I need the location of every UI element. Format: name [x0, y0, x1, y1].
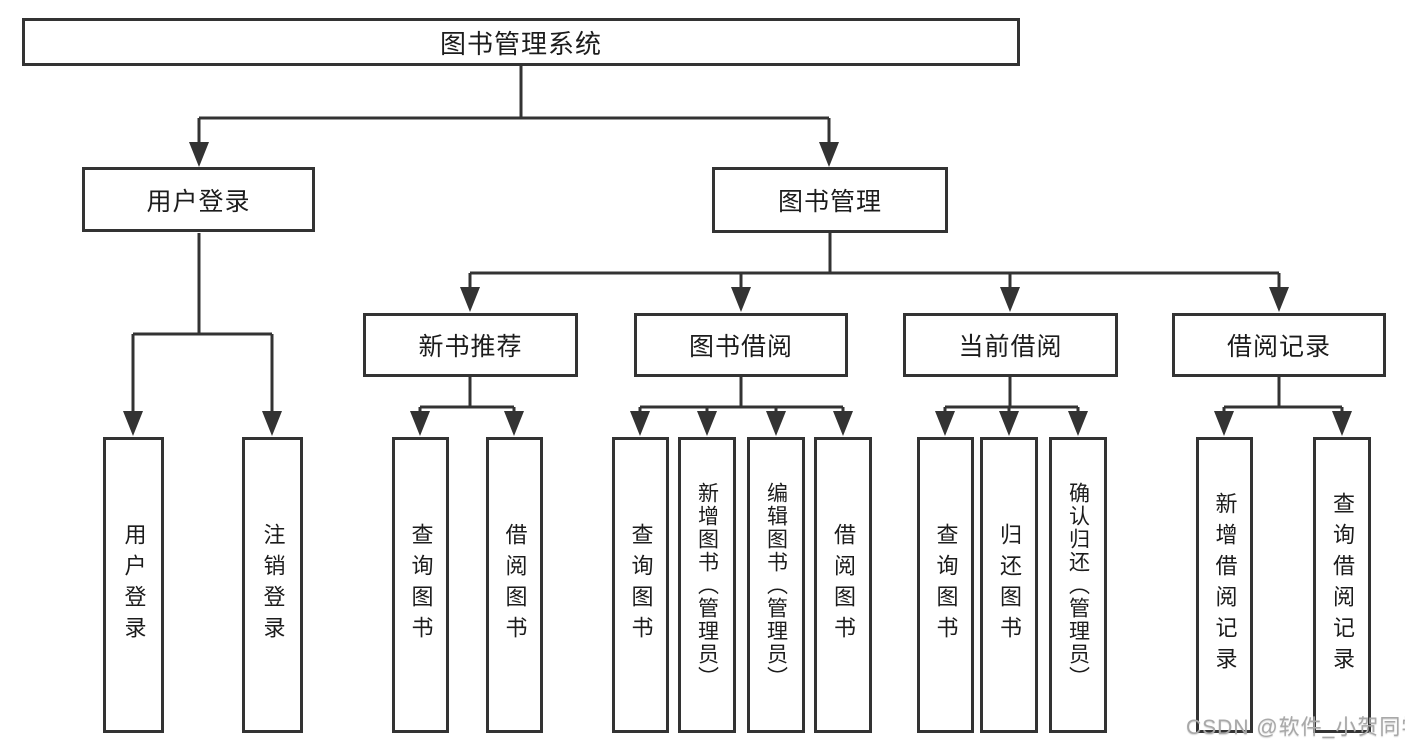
node-user-login: 用户登录 — [82, 167, 315, 232]
leaf-records-add-borrow-record: 新增借阅记录 — [1196, 437, 1253, 733]
leaf-borrow-borrow-books: 借阅图书 — [814, 437, 872, 733]
node-label: 新增图书（管理员） — [695, 481, 719, 689]
node-label: 查询图书 — [628, 523, 654, 647]
node-new-book-recommendation: 新书推荐 — [363, 313, 578, 377]
node-label: 新书推荐 — [418, 333, 523, 361]
node-label: 用户登录 — [121, 523, 147, 647]
leaf-current-return-books: 归还图书 — [980, 437, 1038, 733]
node-label: 借阅图书 — [502, 523, 528, 647]
node-label: 查询借阅记录 — [1330, 492, 1355, 678]
node-label: 借阅记录 — [1226, 333, 1331, 361]
csdn-watermark: CSDN @软件_小贺同学 — [1186, 716, 1405, 739]
leaf-user-login: 用户登录 — [103, 437, 164, 733]
node-label: 借阅图书 — [831, 523, 856, 647]
node-label: 确认归还（管理员） — [1066, 481, 1090, 689]
leaf-records-query-borrow-record: 查询借阅记录 — [1313, 437, 1371, 733]
node-label: 新增借阅记录 — [1212, 492, 1238, 678]
node-label: 图书管理 — [777, 188, 882, 216]
node-label: 编辑图书（管理员） — [764, 481, 788, 689]
leaf-logout: 注销登录 — [242, 437, 303, 733]
leaf-borrow-edit-books-admin: 编辑图书（管理员） — [747, 437, 805, 733]
leaf-borrow-add-books-admin: 新增图书（管理员） — [678, 437, 736, 733]
leaf-current-confirm-return-admin: 确认归还（管理员） — [1049, 437, 1107, 733]
node-label: 查询图书 — [408, 523, 434, 647]
node-book-borrowing: 图书借阅 — [634, 313, 848, 377]
node-label: 当前借阅 — [958, 333, 1063, 361]
node-library-management-system: 图书管理系统 — [22, 18, 1020, 66]
node-label: 用户登录 — [146, 187, 251, 216]
node-current-borrowing: 当前借阅 — [903, 313, 1118, 377]
leaf-borrow-query-books: 查询图书 — [612, 437, 669, 733]
node-label: 图书管理系统 — [439, 28, 602, 59]
node-book-management: 图书管理 — [712, 167, 948, 233]
leaf-current-query-books: 查询图书 — [917, 437, 974, 733]
leaf-newrec-borrow-books: 借阅图书 — [486, 437, 543, 733]
node-label: 查询图书 — [933, 523, 959, 647]
node-borrowing-records: 借阅记录 — [1172, 313, 1386, 377]
leaf-newrec-query-books: 查询图书 — [392, 437, 449, 733]
node-label: 归还图书 — [997, 523, 1022, 647]
node-label: 注销登录 — [260, 523, 286, 647]
node-label: 图书借阅 — [688, 333, 793, 361]
